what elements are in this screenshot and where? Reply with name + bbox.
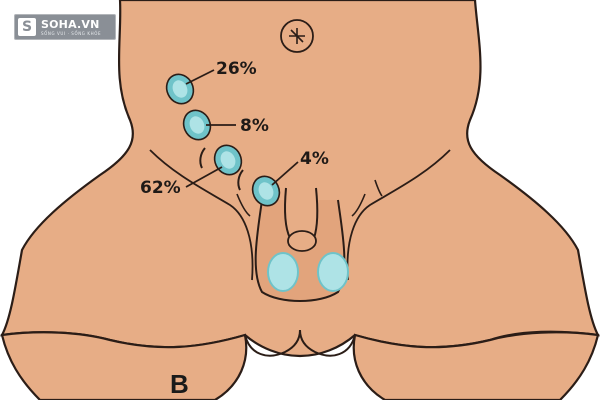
pathway-arc-2 xyxy=(237,169,244,191)
navel-star-mark xyxy=(289,28,305,44)
glans xyxy=(287,230,317,252)
testis-marker-right xyxy=(317,252,349,292)
logo-tagline: SỐNG VUI · SỐNG KHỎE xyxy=(41,30,102,36)
logo-mark: S xyxy=(18,18,36,36)
leader-line-62 xyxy=(185,166,223,188)
right-thigh-crease xyxy=(346,149,451,281)
left-leg xyxy=(0,331,248,400)
marker-26-percent xyxy=(165,73,195,105)
skin-fold-left xyxy=(236,193,251,217)
right-leg xyxy=(352,331,600,400)
panel-letter: B xyxy=(170,369,189,399)
marker-8-percent xyxy=(182,109,212,141)
label-62-percent: 62% xyxy=(140,178,181,198)
left-thigh-crease xyxy=(149,149,254,281)
logo-name: SOHA.VN xyxy=(41,17,100,31)
label-26-percent: 26% xyxy=(216,59,257,79)
navel-icon xyxy=(280,19,314,53)
skin-fold-right xyxy=(351,193,366,217)
body-silhouette xyxy=(0,0,600,358)
soha-watermark-logo: S SOHA.VN SỐNG VUI · SỐNG KHỎE xyxy=(14,14,116,40)
skin-fold-right-small xyxy=(374,179,383,197)
label-4-percent: 4% xyxy=(300,149,329,169)
logo-text-block: SOHA.VN SỐNG VUI · SỐNG KHỎE xyxy=(41,19,101,36)
testis-marker-left xyxy=(267,252,299,292)
pathway-arc-1 xyxy=(199,147,206,169)
buttock-left xyxy=(244,329,301,357)
buttock-right xyxy=(299,329,356,357)
label-8-percent: 8% xyxy=(240,116,269,136)
leader-line-26 xyxy=(185,69,215,85)
leader-line-4 xyxy=(271,161,299,186)
